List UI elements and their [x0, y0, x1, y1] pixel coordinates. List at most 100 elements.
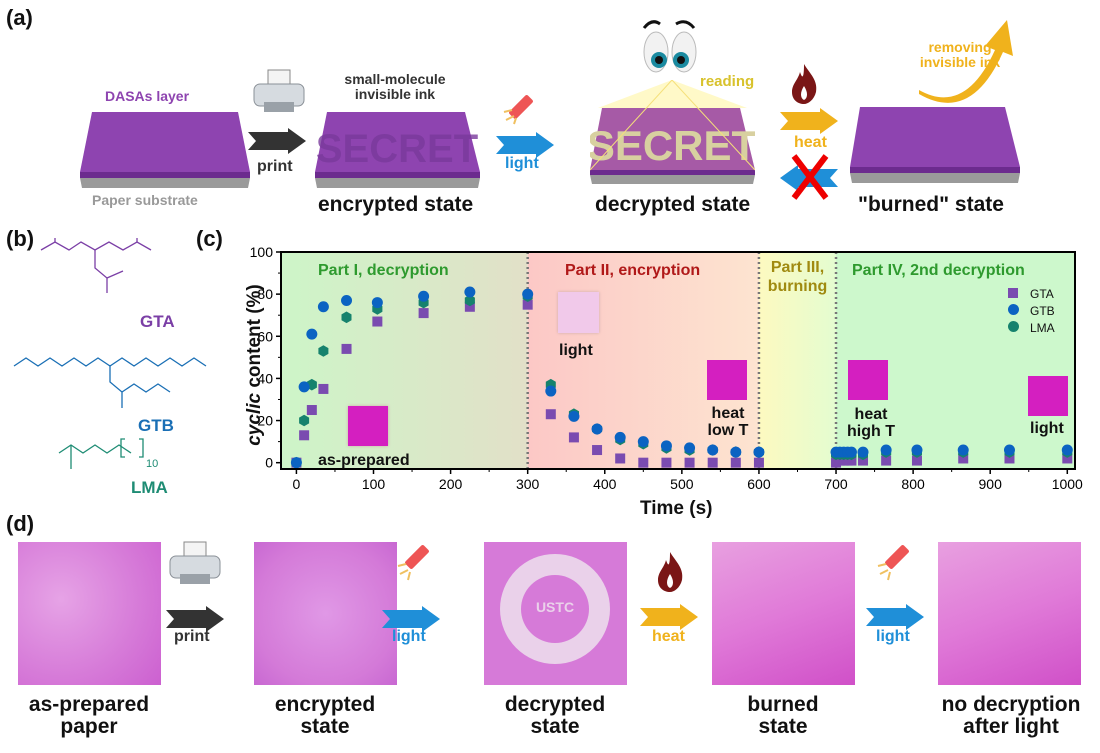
caption-line1: no decryption — [941, 693, 1081, 716]
data-point-gta — [730, 457, 741, 468]
burned-state-label: "burned" state — [858, 193, 1004, 216]
data-point-gta — [858, 455, 869, 466]
data-point-gta — [372, 316, 383, 327]
photo-no-decryption — [938, 542, 1081, 685]
y-tick-label: 20 — [257, 413, 273, 429]
legend-item-gtb: GTB — [1008, 303, 1055, 320]
sample-thumb-light2 — [1028, 376, 1068, 416]
panel-a-label: (a) — [6, 5, 33, 30]
x-tick-label: 300 — [516, 476, 540, 492]
arrow-label-print: print — [174, 628, 210, 645]
logo-inner — [521, 575, 589, 643]
data-point-gtb — [568, 410, 580, 422]
x-tick-label: 700 — [824, 476, 848, 492]
data-point-gtb — [522, 288, 534, 300]
data-point-gtb — [857, 446, 869, 458]
x-tick-label: 200 — [439, 476, 463, 492]
data-point-gta — [1004, 453, 1015, 464]
removing-label: removing invisible ink — [905, 40, 1015, 70]
caption-line2: paper — [60, 715, 118, 738]
data-point-gta — [911, 455, 922, 466]
data-point-gta — [684, 457, 695, 468]
data-point-gta — [592, 445, 603, 456]
caption-line2: state — [300, 715, 350, 738]
annotation-heat-low-line1: heat — [711, 405, 745, 422]
removing-line1: removing — [928, 39, 992, 55]
data-point-gtb — [418, 290, 430, 302]
x-tick-label: 800 — [901, 476, 925, 492]
arrow-label-light1: light — [392, 628, 426, 645]
arrow-label-light2: light — [876, 628, 910, 645]
data-point-gtb — [845, 446, 857, 458]
y-tick-label: 0 — [265, 455, 273, 471]
data-point-gtb — [1003, 444, 1015, 456]
decrypted-state-label: decrypted state — [595, 193, 751, 216]
gta-label: GTA — [140, 312, 175, 331]
data-point-gtb — [753, 446, 765, 458]
data-point-gta — [318, 383, 329, 394]
region-label-part4: Part IV, 2nd decryption — [852, 262, 1025, 279]
legend-circle-marker — [1008, 304, 1019, 315]
arrow-label-heat: heat — [652, 628, 685, 645]
y-tick-label: 60 — [257, 328, 273, 344]
data-point-gtb — [298, 381, 310, 393]
data-point-gta — [707, 457, 718, 468]
removing-line2: invisible ink — [919, 54, 1001, 70]
chart-region-3 — [758, 252, 837, 469]
x-tick-label: 900 — [979, 476, 1003, 492]
data-point-gtb — [880, 444, 892, 456]
data-point-gta — [418, 308, 429, 319]
data-point-gtb — [957, 444, 969, 456]
data-point-gta — [568, 432, 579, 443]
x-tick-label: 100 — [362, 476, 386, 492]
caption-line2: state — [530, 715, 580, 738]
data-point-gtb — [660, 440, 672, 452]
legend-hexagon-marker — [1008, 321, 1019, 332]
annotation-as-prepared: as-prepared — [318, 452, 410, 469]
data-point-gtb — [290, 457, 302, 469]
caption-line2: state — [758, 715, 808, 738]
data-point-gta — [464, 301, 475, 312]
x-tick-label: 400 — [593, 476, 617, 492]
dasas-layer-label: DASAs layer — [105, 88, 190, 104]
data-point-gtb — [707, 444, 719, 456]
ink-label-line1: small-molecule — [344, 71, 446, 87]
reading-label: reading — [700, 73, 755, 90]
photo-burned — [712, 542, 855, 685]
annotation-heat-low: heat low T — [700, 405, 756, 439]
x-tick-label: 1000 — [1052, 476, 1083, 492]
sample-thumb-heat-low — [707, 360, 747, 400]
caption-line2: after light — [963, 715, 1059, 738]
panel-c-label: (c) — [196, 226, 223, 251]
data-point-gtb — [341, 294, 353, 306]
x-tick-label: 600 — [747, 476, 771, 492]
data-point-gta — [753, 457, 764, 468]
y-tick-label: 80 — [257, 286, 273, 302]
gtb-label: GTB — [138, 416, 174, 435]
data-point-lma — [299, 414, 310, 427]
chart-region-1 — [281, 252, 528, 469]
data-point-gta — [846, 455, 857, 466]
region-label-part3: Part III, burning — [760, 258, 835, 296]
data-point-gta — [341, 343, 352, 354]
data-point-gtb — [911, 444, 923, 456]
panel-b-label: (b) — [6, 226, 35, 251]
y-tick-label: 40 — [257, 370, 273, 386]
encrypted-state-label: encrypted state — [318, 193, 474, 216]
sample-thumb-heat-high — [848, 360, 888, 400]
ink-label: small-molecule invisible ink — [330, 72, 460, 102]
data-point-gta — [522, 299, 533, 310]
data-point-gtb — [545, 385, 557, 397]
heat-label: heat — [794, 134, 827, 151]
data-point-gta — [545, 409, 556, 420]
legend-label-lma: LMA — [1030, 321, 1055, 335]
region-label-part1: Part I, decryption — [318, 262, 449, 279]
data-point-gta — [958, 453, 969, 464]
data-point-gtb — [637, 436, 649, 448]
data-point-gta — [306, 405, 317, 416]
photo-encrypted — [254, 542, 397, 685]
